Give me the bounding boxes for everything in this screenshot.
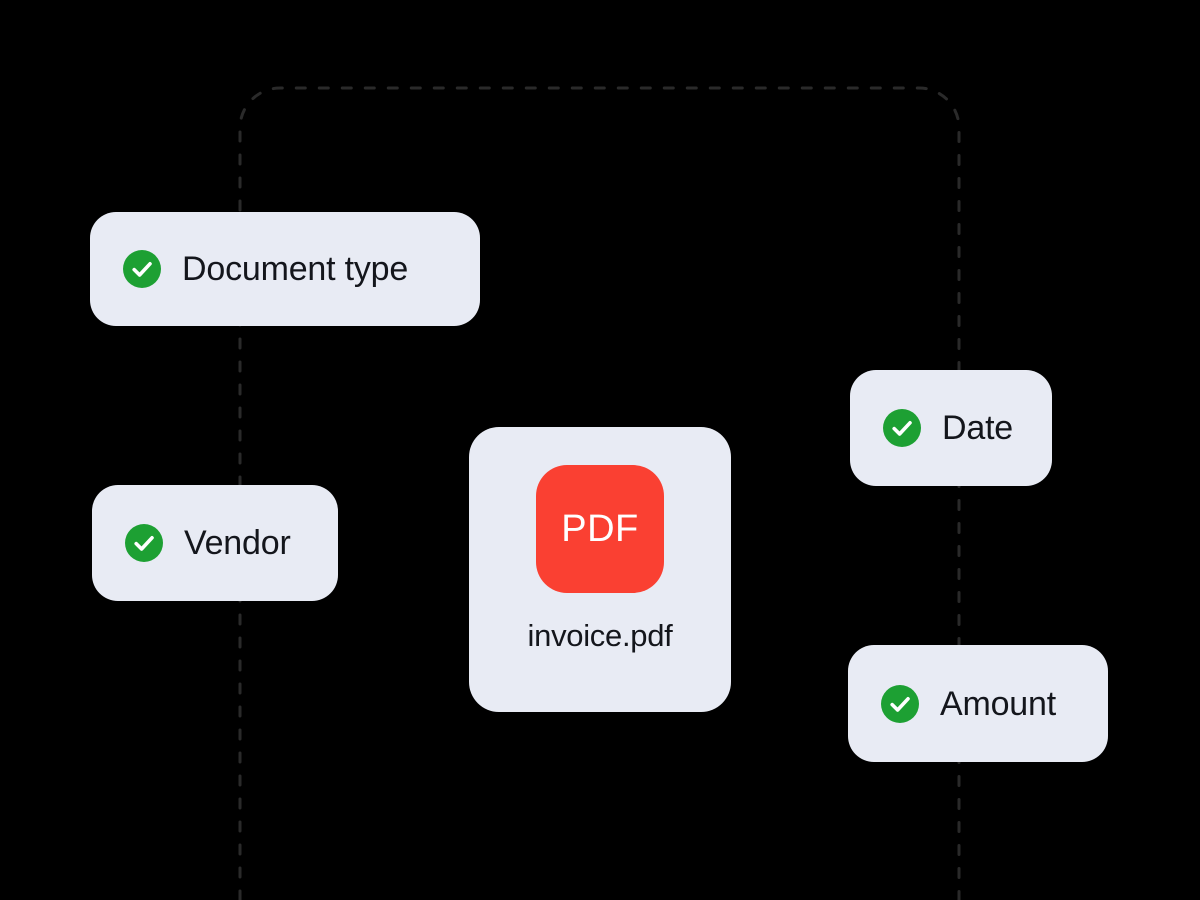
field-pill-document-type[interactable]: Document type <box>90 212 480 326</box>
field-pill-amount[interactable]: Amount <box>848 645 1108 762</box>
check-circle-icon <box>125 524 163 562</box>
pdf-icon-label: PDF <box>561 508 639 550</box>
field-label-document-type: Document type <box>182 250 409 288</box>
file-card[interactable]: PDF invoice.pdf <box>469 427 731 712</box>
pdf-file-icon: PDF <box>536 465 664 593</box>
check-circle-icon <box>123 250 161 288</box>
check-circle-icon <box>883 409 921 447</box>
field-pill-date[interactable]: Date <box>850 370 1052 486</box>
check-circle-icon <box>881 684 919 723</box>
file-name-label: invoice.pdf <box>527 618 673 653</box>
field-label-vendor: Vendor <box>184 524 291 562</box>
field-pill-vendor[interactable]: Vendor <box>92 485 338 601</box>
field-label-date: Date <box>942 409 1014 447</box>
field-label-amount: Amount <box>940 684 1056 723</box>
